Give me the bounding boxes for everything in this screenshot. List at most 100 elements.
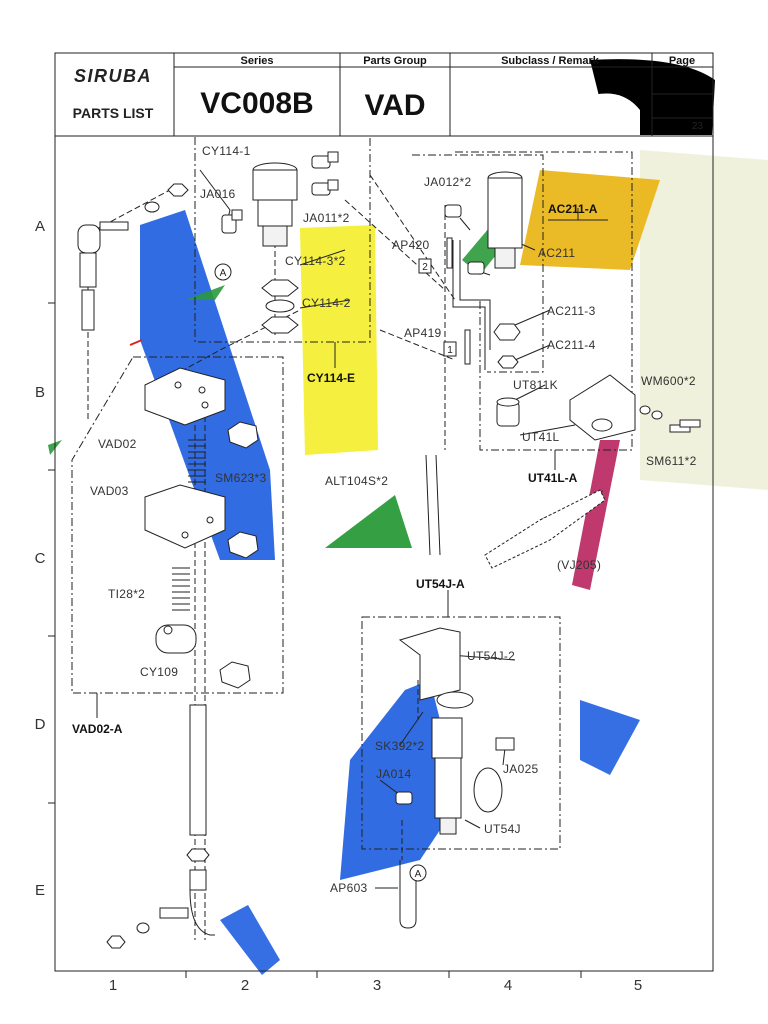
ref-circle-a-label: A bbox=[220, 268, 227, 279]
label-ut54j-2: UT54J-2 bbox=[467, 649, 515, 663]
cy114-3-nuts bbox=[261, 279, 299, 334]
top-left-fitting bbox=[77, 183, 189, 331]
ac211-3-nut bbox=[493, 323, 521, 369]
reference-markers: A A 2 1 bbox=[214, 258, 457, 882]
row-label: E bbox=[35, 882, 45, 899]
grid-references: A B C D E 1 2 3 4 5 bbox=[35, 218, 643, 994]
label-wm600: WM600*2 bbox=[641, 374, 696, 388]
label-ti28: TI28*2 bbox=[108, 587, 145, 601]
label-vad03: VAD03 bbox=[90, 484, 129, 498]
col-label: 3 bbox=[373, 977, 381, 994]
row-label: A bbox=[35, 218, 45, 235]
ja016-fitting bbox=[221, 209, 243, 234]
label-alt104s: ALT104S*2 bbox=[325, 474, 388, 488]
ut41l-a-box bbox=[455, 151, 633, 451]
parts bbox=[77, 151, 701, 949]
ref-circle-a-label: A bbox=[415, 869, 422, 880]
label-cy114-3: CY114-3*2 bbox=[285, 254, 346, 268]
vj205-bracket bbox=[484, 489, 606, 569]
ut54j-a-box bbox=[361, 616, 561, 850]
threaded-rod bbox=[106, 704, 215, 949]
ap-spacers bbox=[446, 237, 471, 365]
title-block: SIRUBA PARTS LIST Series VC008B Parts Gr… bbox=[54, 52, 714, 972]
label-cy114-2: CY114-2 bbox=[302, 296, 351, 310]
label-sm611: SM611*2 bbox=[646, 454, 697, 468]
label-ja011: JA011*2 bbox=[303, 211, 350, 225]
page-heading: Page bbox=[669, 55, 695, 67]
ref-box-1-label: 1 bbox=[447, 345, 453, 356]
label-ja012: JA012*2 bbox=[424, 175, 471, 189]
highlight-layer bbox=[48, 59, 768, 975]
label-ap420: AP420 bbox=[392, 238, 430, 252]
doc-label: PARTS LIST bbox=[73, 105, 154, 121]
ja012-fitting bbox=[444, 204, 485, 275]
ref-box-2-label: 2 bbox=[422, 262, 428, 273]
label-ac211-a: AC211-A bbox=[548, 202, 598, 216]
ut54j-2-bracket bbox=[398, 627, 474, 709]
blue-highlight-f bbox=[220, 905, 280, 975]
label-sm623: SM623*3 bbox=[215, 471, 266, 485]
white-blob bbox=[581, 93, 640, 150]
springs bbox=[172, 439, 206, 611]
sm623-bolt bbox=[219, 421, 259, 689]
sm611-screws bbox=[669, 419, 701, 433]
subclass-heading: Subclass / Remark bbox=[501, 55, 600, 67]
vad02-block bbox=[144, 367, 226, 426]
row-label: D bbox=[35, 716, 46, 733]
blue-highlight-d bbox=[340, 680, 460, 880]
series-heading: Series bbox=[240, 55, 273, 67]
col-label: 2 bbox=[241, 977, 249, 994]
label-ap419: AP419 bbox=[404, 326, 442, 340]
beige-highlight bbox=[640, 150, 768, 490]
blue-highlight-e bbox=[580, 700, 640, 775]
cy114-e-box bbox=[194, 137, 371, 343]
cy109-body bbox=[155, 624, 197, 654]
red-mark bbox=[129, 339, 143, 346]
row-label: C bbox=[35, 550, 46, 567]
label-cy114-1: CY114-1 bbox=[202, 144, 251, 158]
ut811k-knob bbox=[496, 397, 520, 427]
label-ja025: JA025 bbox=[503, 762, 539, 776]
ac211-cylinder bbox=[487, 171, 523, 269]
label-ut41l: UT41L bbox=[522, 430, 560, 444]
label-ut41l-a: UT41L-A bbox=[528, 471, 578, 485]
col-label: 1 bbox=[109, 977, 117, 994]
label-ut811k: UT811K bbox=[513, 378, 558, 392]
col-label: 4 bbox=[504, 977, 512, 994]
label-ac211-4: AC211-4 bbox=[547, 338, 596, 352]
ref-circle-a bbox=[214, 263, 232, 281]
label-vad02: VAD02 bbox=[98, 437, 137, 451]
page-border bbox=[54, 52, 714, 972]
row-label: B bbox=[35, 384, 45, 401]
green-highlight-b bbox=[325, 495, 412, 548]
label-vad02-a: VAD02-A bbox=[72, 722, 123, 736]
part-labels: CY114-1 JA016 JA011*2 CY114-3*2 CY114-2 … bbox=[72, 144, 697, 895]
yellow-highlight bbox=[300, 225, 378, 455]
label-ut54j-a: UT54J-A bbox=[416, 577, 465, 591]
ref-box-2 bbox=[418, 258, 432, 274]
parts-group-value: VAD bbox=[364, 89, 425, 122]
alt104s-cable-ties bbox=[425, 454, 441, 556]
ac211-a-inner-box bbox=[412, 154, 544, 373]
col-label: 5 bbox=[634, 977, 642, 994]
label-cy114-e: CY114-E bbox=[307, 371, 355, 385]
label-ja016: JA016 bbox=[200, 187, 236, 201]
label-vj205: (VJ205) bbox=[557, 558, 601, 572]
assembly-boxes bbox=[71, 137, 633, 850]
ap603-tube bbox=[399, 860, 417, 929]
ref-box-1 bbox=[443, 341, 457, 357]
ja014-fitting bbox=[395, 791, 413, 805]
green-highlight-c bbox=[185, 285, 225, 300]
label-cy109: CY109 bbox=[140, 665, 178, 679]
label-ja014: JA014 bbox=[376, 767, 412, 781]
date-fragment: 23 bbox=[692, 121, 704, 132]
ja011-elbow-fitting bbox=[311, 151, 339, 196]
brand-logo: SIRUBA bbox=[74, 66, 152, 86]
wm600-washers bbox=[639, 405, 663, 420]
ut41l-bracket bbox=[569, 374, 636, 441]
label-ap603: AP603 bbox=[330, 881, 368, 895]
label-ac211: AC211 bbox=[538, 246, 575, 260]
label-ac211-3: AC211-3 bbox=[547, 304, 596, 318]
magenta-highlight bbox=[572, 440, 620, 590]
